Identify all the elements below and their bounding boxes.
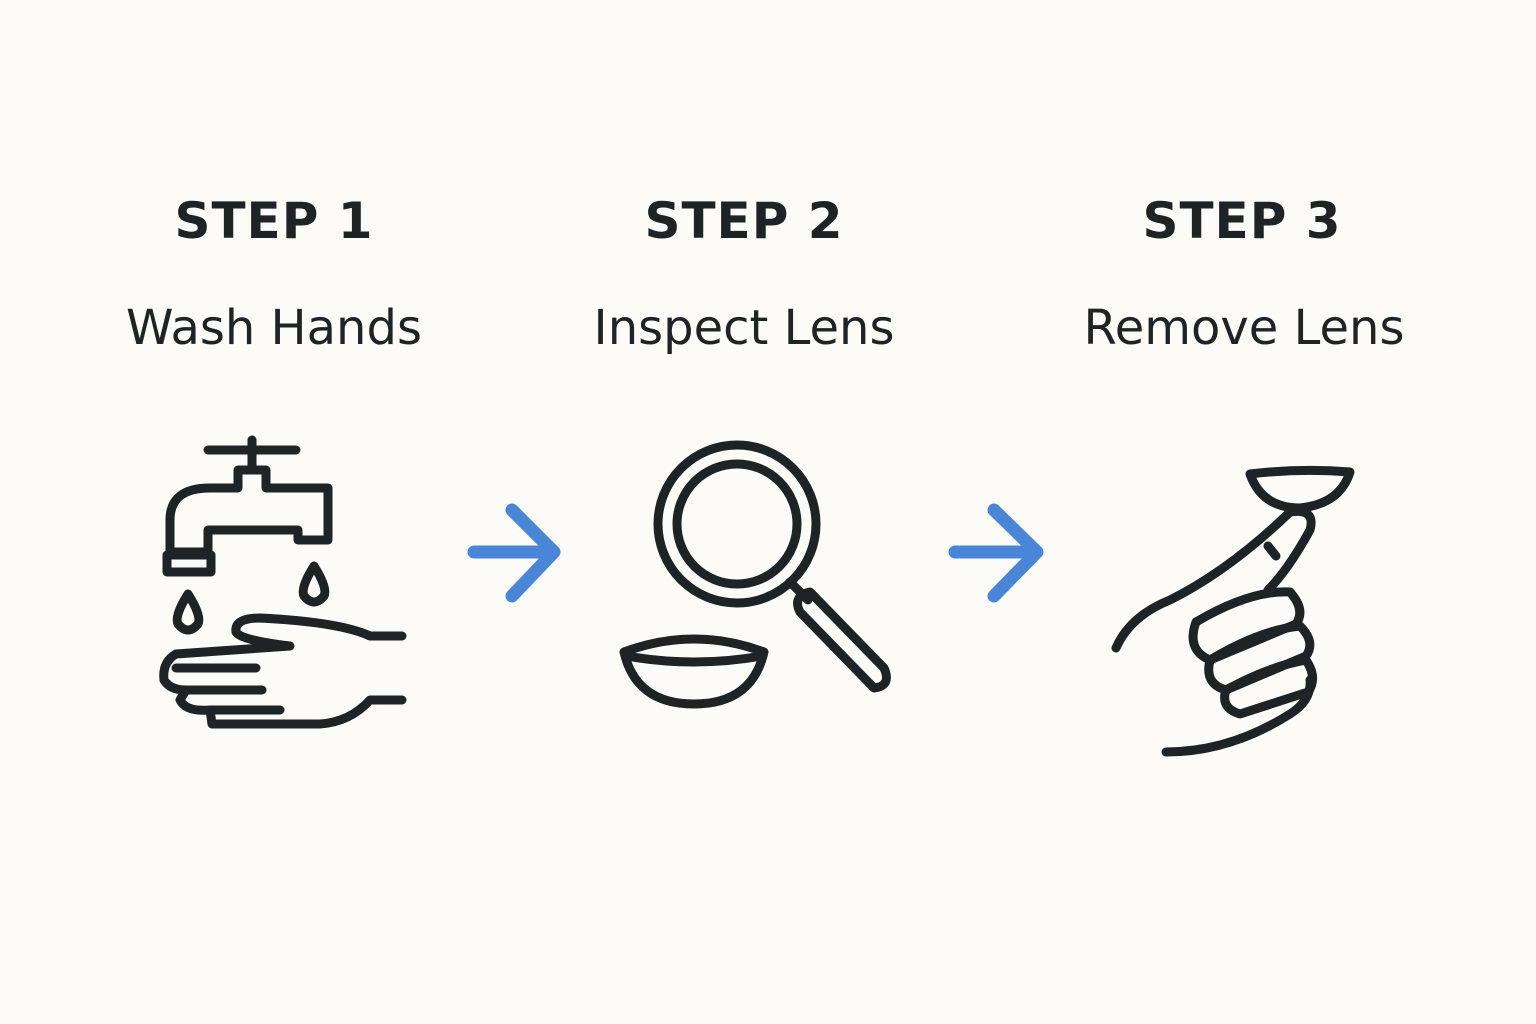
step-1-number: STEP 1 [174, 192, 374, 250]
step-3-title: Remove Lens [1083, 300, 1405, 356]
step-2-title: Inspect Lens [593, 300, 895, 356]
step-3-number: STEP 3 [1142, 192, 1342, 250]
step-2-number: STEP 2 [644, 192, 844, 250]
step-1-title: Wash Hands [126, 300, 422, 356]
